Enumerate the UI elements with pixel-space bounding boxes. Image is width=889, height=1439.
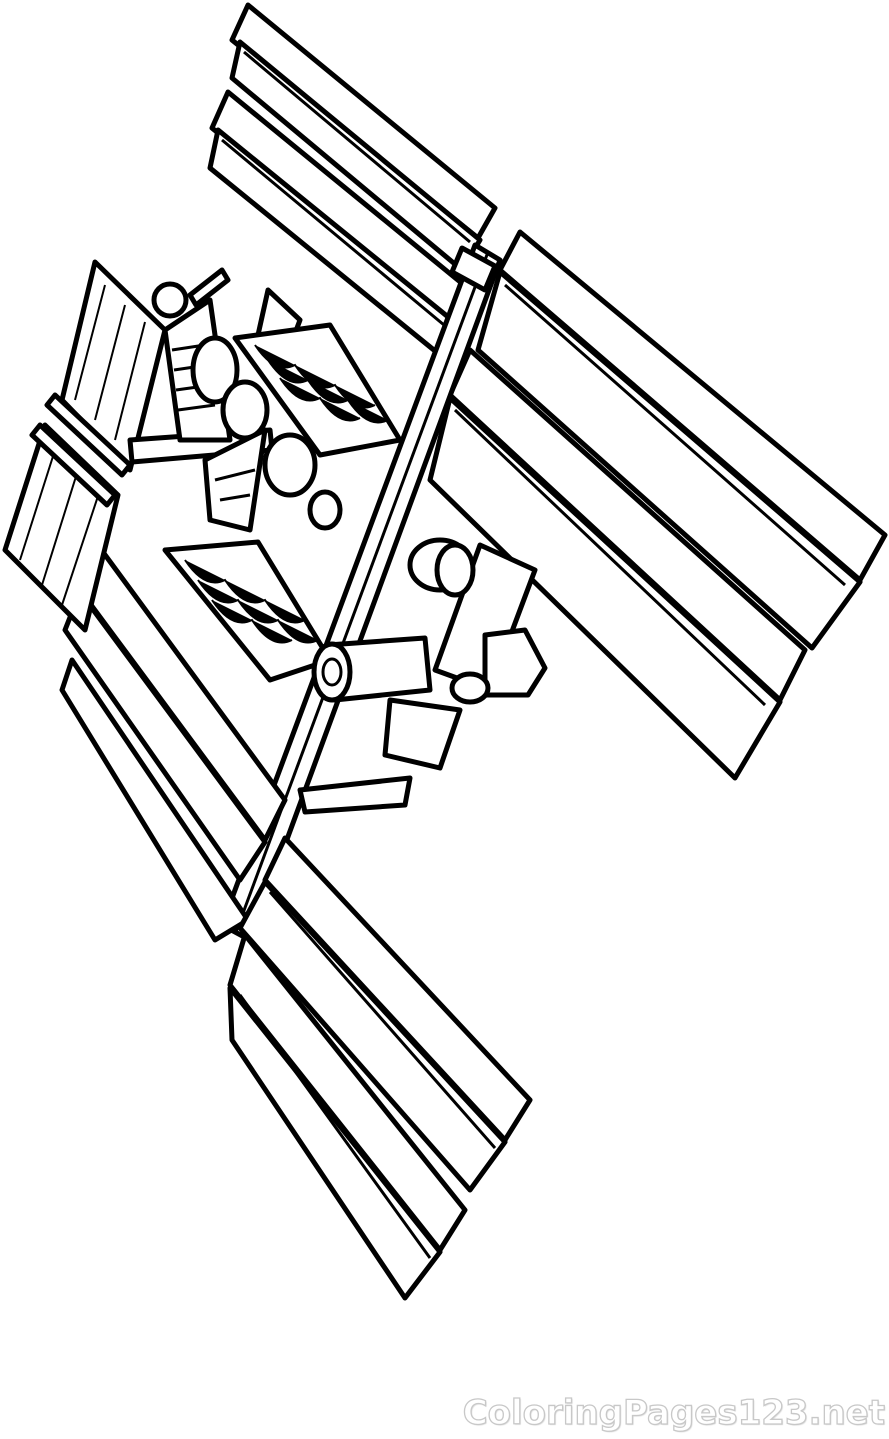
solar-array-upper-right xyxy=(427,229,888,781)
small-radiator xyxy=(297,775,413,815)
central-habitation-modules xyxy=(311,537,548,771)
radiator-panels-upper xyxy=(232,322,403,458)
watermark: ColoringPages123.net xyxy=(462,1392,886,1433)
radiator-panels-lower xyxy=(162,539,333,683)
solar-array-upper-top xyxy=(207,2,498,358)
solar-array-far-left xyxy=(2,259,168,633)
solar-array-lower xyxy=(227,835,533,1301)
